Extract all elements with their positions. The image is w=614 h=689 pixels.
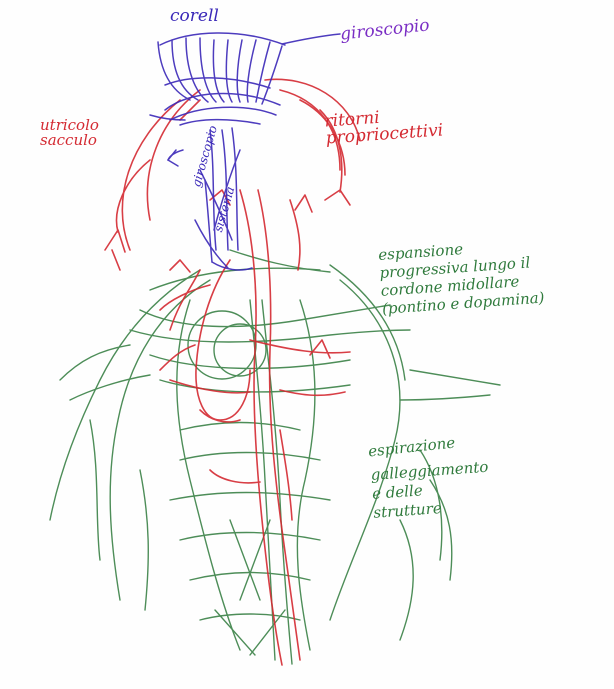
label-utricolo-sacculo: utricolo sacculo xyxy=(40,118,130,148)
label-espansione: espansione progressiva lungo il cordone … xyxy=(378,234,553,318)
blue-gyroscope-strokes xyxy=(150,33,340,270)
label-galleggiamento: galleggiamento e delle strutture xyxy=(370,458,484,522)
label-corells: corell xyxy=(170,8,219,25)
red-proprioceptive-strokes xyxy=(105,79,360,665)
